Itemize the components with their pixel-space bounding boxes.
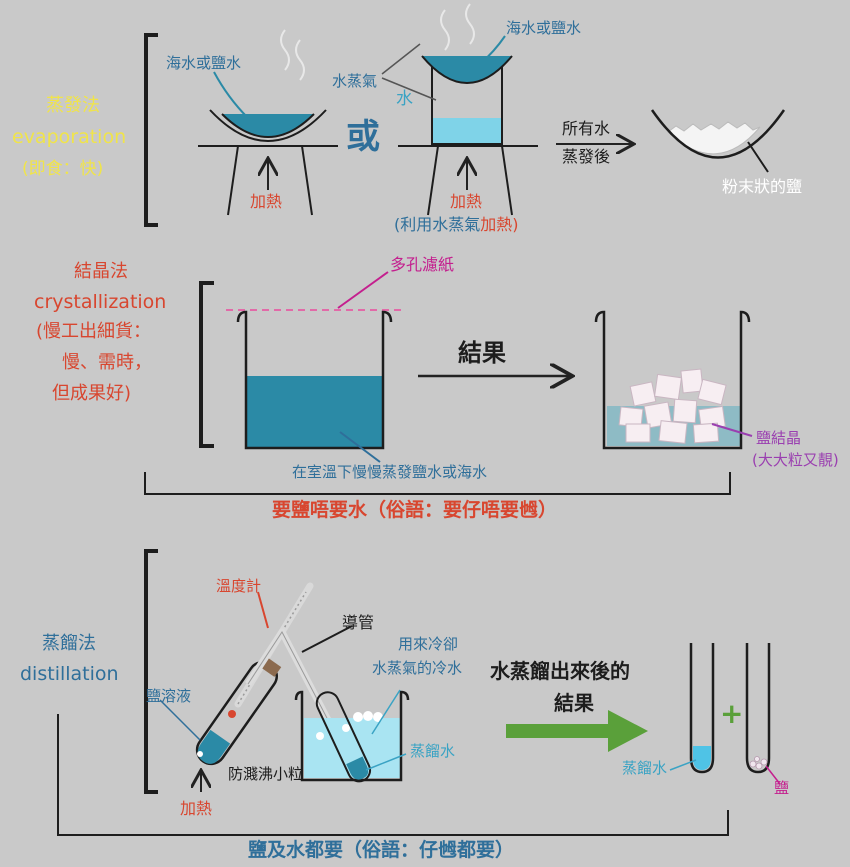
crystallization-note-2: 慢、需時，	[62, 352, 152, 373]
heat-label-left: 加熱	[250, 192, 283, 211]
distilled-water-label: 蒸餾水	[410, 742, 456, 760]
pointer-steam-a	[381, 77, 437, 101]
evaporation-title-en: evaporation	[12, 126, 127, 148]
evaporating-dish-left	[221, 113, 315, 138]
heat-label-right: 加熱	[450, 192, 483, 211]
salt-solution-label: 鹽溶液	[146, 687, 192, 705]
crystal-label: 鹽結晶	[756, 429, 802, 447]
pointer-cooling-water	[371, 689, 401, 735]
evaporation-after-line2: 蒸發後	[562, 147, 611, 166]
green-arrow	[506, 710, 648, 752]
distillation-summary-bracket	[57, 714, 729, 836]
crystallization-bracket	[199, 281, 214, 448]
pointer-seawater-right	[479, 35, 506, 65]
water-bath-water	[432, 118, 502, 144]
evaporation-bracket	[144, 33, 158, 227]
crystallization-summary-bracket	[144, 472, 731, 495]
salt-tube	[745, 643, 771, 774]
pointer-solution	[339, 431, 381, 463]
salt-powder-label: 粉末狀的鹽	[722, 177, 803, 196]
evaporating-dish-right	[421, 55, 513, 84]
pointer-steam-b	[381, 43, 421, 75]
thermometer-bulb	[228, 710, 236, 718]
water-bath-beaker	[431, 58, 503, 145]
anti-bump-label: 防濺沸小粒	[228, 765, 304, 783]
distilled-water-tube	[689, 643, 715, 774]
crystal-beaker	[594, 310, 751, 450]
cooling-water-label-2: 水蒸氣的冷水	[372, 659, 463, 677]
pointer-crystal	[711, 423, 753, 437]
pointer-filter	[337, 271, 389, 309]
anti-bump-granule	[197, 751, 203, 757]
steam-wisp-1	[280, 29, 290, 71]
crystallization-title-en: crystallization	[34, 291, 167, 313]
ice-cubes	[316, 711, 383, 740]
pointer-seawater-left	[213, 71, 249, 119]
seawater-label-left: 海水或鹽水	[166, 54, 242, 72]
or-label: 或	[346, 117, 380, 157]
salt-residue	[749, 756, 768, 770]
solution-label: 在室溫下慢慢蒸發鹽水或海水	[292, 463, 488, 481]
crystallization-water	[247, 376, 382, 448]
crystal-note-label: (大大粒又靚)	[752, 451, 839, 469]
water-label: 水	[396, 89, 413, 109]
salt-crystals	[618, 368, 727, 444]
crystallization-beaker	[236, 310, 393, 450]
steam-label: 水蒸氣	[332, 72, 378, 90]
evaporation-after-line1: 所有水	[562, 119, 611, 138]
pointer-salt-solution	[159, 699, 201, 741]
tube-label: 導管	[342, 613, 375, 632]
evaporation-note: (即食：快)	[22, 159, 104, 179]
steam-heat-prefix: (利用水蒸氣	[394, 215, 481, 234]
pointer-tube	[301, 625, 353, 653]
heat-label-distillation: 加熱	[180, 799, 213, 818]
stand-leg-left-a	[227, 145, 239, 216]
cold-water-beaker	[294, 690, 410, 782]
steam-wisp-3	[440, 9, 450, 51]
test-tube	[195, 655, 282, 766]
result-label: 結果	[458, 339, 506, 367]
dish-rim-left	[209, 109, 327, 142]
steam-wisp-2	[295, 39, 305, 81]
crystallization-note-3: 但成果好)	[52, 383, 132, 404]
distillation-summary: 鹽及水都要（俗語：仔乸都要）	[248, 839, 515, 861]
pointer-thermometer	[257, 591, 269, 629]
cooling-water-label-1: 用來冷卻	[398, 635, 459, 653]
steam-heat-suffix: 加熱)	[480, 215, 519, 234]
pointer-salt	[765, 765, 781, 785]
distillation-bracket	[144, 549, 158, 794]
stand-leg-right-a	[427, 145, 439, 216]
pointer-result-water	[669, 759, 697, 771]
pointer-distilled-water	[365, 753, 407, 771]
result-distilled-water-label: 蒸餾水	[622, 759, 668, 777]
crystallization-note-1: (慢工出細貨：	[36, 321, 152, 342]
distillation-after-line1: 水蒸餾出來後的	[490, 659, 630, 683]
distillation-after-line2: 結果	[554, 691, 594, 715]
distilled-water-liquid	[693, 746, 711, 770]
stand-leg-right-b	[501, 145, 513, 216]
evaporation-title-zh: 蒸發法	[46, 95, 100, 116]
crystallization-title-zh: 結晶法	[74, 261, 128, 282]
filter-paper-label: 多孔濾紙	[390, 255, 455, 274]
steam-heat-label: (利用水蒸氣加熱)	[394, 215, 519, 234]
receiving-tube	[315, 691, 372, 783]
salt-label: 鹽	[774, 779, 790, 797]
pointer-salt-powder	[747, 141, 769, 173]
plus-sign: +	[720, 697, 744, 730]
thermometer-label: 溫度計	[216, 577, 262, 595]
stand-leg-left-b	[301, 145, 313, 216]
result-dish	[650, 109, 786, 159]
steam-wisp-4	[465, 3, 475, 45]
distillation-title-en: distillation	[20, 663, 119, 685]
seawater-label-right: 海水或鹽水	[506, 19, 582, 37]
crystallization-summary: 要鹽唔要水（俗語：要仔唔要乸）	[272, 499, 558, 521]
salt-powder	[667, 121, 761, 155]
distillation-title-zh: 蒸餾法	[42, 633, 96, 654]
